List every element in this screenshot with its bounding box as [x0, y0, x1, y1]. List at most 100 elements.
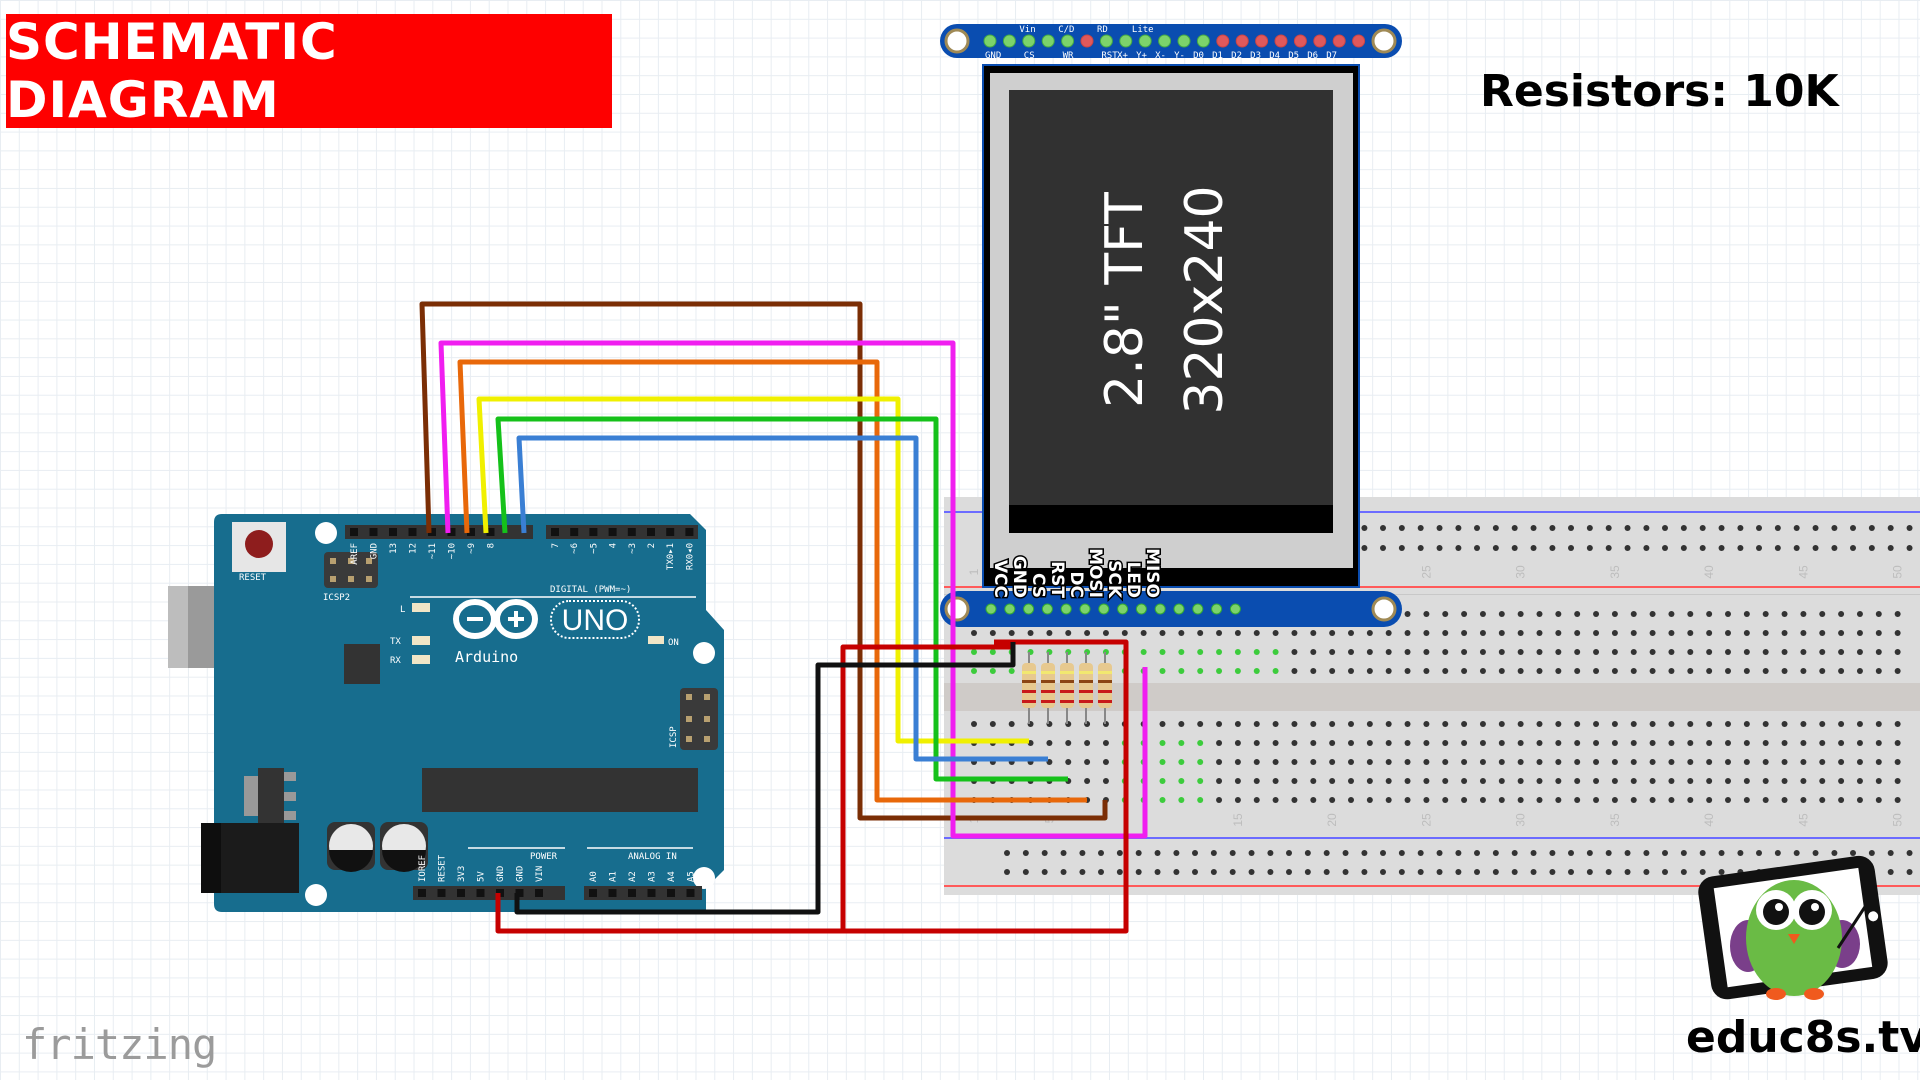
- mount-hole: [315, 522, 337, 544]
- digital-pin[interactable]: [627, 528, 636, 536]
- rail-hole: [1605, 850, 1612, 856]
- rail-hole: [1793, 545, 1800, 551]
- wire-red-rail[interactable]: [840, 644, 1011, 931]
- wire-brown[interactable]: [419, 301, 1108, 821]
- digital-pin[interactable]: [685, 528, 694, 536]
- breadboard-hole: [1611, 778, 1618, 784]
- breadboard-hole: [1404, 721, 1411, 727]
- breadboard-hole: [971, 630, 977, 636]
- tft-parallel-pin: [1022, 34, 1036, 48]
- breadboard-hole: [1404, 630, 1411, 636]
- breadboard-hole: [1762, 649, 1769, 655]
- wire-red-5v[interactable]: [495, 639, 1129, 934]
- analog-pin[interactable]: [647, 889, 656, 897]
- digital-pin[interactable]: [589, 528, 598, 536]
- rail-hole: [1812, 545, 1819, 551]
- resistor-10k: [1079, 663, 1093, 708]
- digital-pin[interactable]: [647, 528, 655, 536]
- tft-spi-pin: [1004, 603, 1016, 615]
- power-pin[interactable]: [457, 889, 465, 897]
- breadboard-hole: [1706, 611, 1713, 617]
- analog-pin[interactable]: [589, 889, 597, 897]
- breadboard-hole: [1555, 649, 1562, 655]
- breadboard-hole: [1725, 797, 1731, 803]
- breadboard-hole: [1404, 740, 1411, 746]
- breadboard-hole: [1461, 778, 1468, 784]
- breadboard-hole: [1574, 668, 1581, 674]
- digital-pin-label: ~11: [428, 543, 438, 559]
- rail-hole: [1699, 869, 1706, 875]
- digital-pin[interactable]: [570, 528, 579, 536]
- breadboard-hole: [1743, 630, 1750, 636]
- digital-pin[interactable]: [551, 528, 559, 536]
- analog-pin[interactable]: [686, 889, 695, 897]
- breadboard-hole: [1838, 740, 1845, 746]
- rail-hole: [1718, 525, 1725, 531]
- breadboard-hole: [1781, 611, 1788, 617]
- wires: [419, 301, 1148, 934]
- rail-hole: [1154, 869, 1161, 875]
- analog-pin[interactable]: [628, 889, 636, 897]
- digital-pin[interactable]: [467, 528, 475, 536]
- rail-hole: [1624, 869, 1631, 875]
- rail-hole: [1812, 850, 1819, 856]
- rail-hole: [1192, 869, 1198, 875]
- wire-green[interactable]: [495, 416, 1068, 782]
- breadboard-hole: [1404, 759, 1411, 765]
- breadboard-hole: [1517, 630, 1524, 636]
- breadboard-hole: [1159, 649, 1166, 655]
- digital-pin[interactable]: [389, 528, 397, 536]
- rail-hole: [1793, 525, 1800, 531]
- breadboard-hole: [1197, 721, 1204, 727]
- digital-pin[interactable]: [369, 528, 378, 536]
- breadboard-hole: [1140, 630, 1147, 636]
- breadboard-hole: [1743, 649, 1750, 655]
- power-pin[interactable]: [437, 889, 446, 897]
- digital-pin[interactable]: [486, 528, 495, 536]
- breadboard-hole: [1781, 668, 1788, 674]
- breadboard-hole: [1442, 721, 1449, 727]
- tft-size-label: 2.8" TFT: [1095, 192, 1155, 408]
- wire-black-gnd[interactable]: [514, 642, 1016, 915]
- tft-parallel-pin: [1041, 34, 1055, 48]
- digital-pin[interactable]: [408, 528, 417, 536]
- breadboard-hole: [1084, 759, 1091, 765]
- rail-hole: [1831, 525, 1838, 531]
- breadboard-hole: [1649, 668, 1656, 674]
- analog-pin[interactable]: [608, 889, 617, 897]
- icsp-header: [680, 688, 718, 750]
- analog-pin[interactable]: [667, 889, 675, 897]
- rail-hole: [1417, 525, 1424, 531]
- column-number: 15: [1231, 813, 1245, 827]
- breadboard-hole: [1253, 797, 1260, 803]
- breadboard-hole: [1366, 778, 1373, 784]
- mount-hole: [693, 642, 715, 664]
- breadboard-hole: [1781, 649, 1788, 655]
- tft-spi-pin: [1060, 603, 1072, 615]
- reset-button-cap[interactable]: [245, 530, 273, 558]
- digital-pin[interactable]: [350, 528, 358, 536]
- power-pin[interactable]: [535, 889, 543, 897]
- rail-hole: [1680, 869, 1687, 875]
- rail-hole: [1173, 869, 1180, 875]
- rail-hole: [1436, 545, 1443, 551]
- breadboard-hole: [1272, 649, 1279, 655]
- rail-hole: [1267, 850, 1274, 856]
- led-tx-label: TX: [390, 637, 401, 647]
- rail-hole: [1662, 869, 1668, 875]
- breadboard-hole: [1762, 759, 1769, 765]
- breadboard-hole: [1178, 721, 1185, 727]
- wire-orange[interactable]: [457, 359, 1087, 803]
- breadboard-hole: [1517, 759, 1524, 765]
- power-pin[interactable]: [418, 889, 426, 897]
- digital-pin[interactable]: [666, 528, 675, 536]
- wire-yellow[interactable]: [476, 396, 1029, 744]
- wire-magenta[interactable]: [438, 340, 1148, 839]
- digital-pin[interactable]: [428, 528, 436, 536]
- tft-parallel-pin: [1196, 34, 1210, 48]
- power-pin[interactable]: [476, 889, 485, 897]
- digital-pin[interactable]: [447, 528, 456, 536]
- wire-blue[interactable]: [516, 435, 1048, 762]
- breadboard-hole: [1366, 668, 1373, 674]
- digital-pin[interactable]: [608, 528, 617, 536]
